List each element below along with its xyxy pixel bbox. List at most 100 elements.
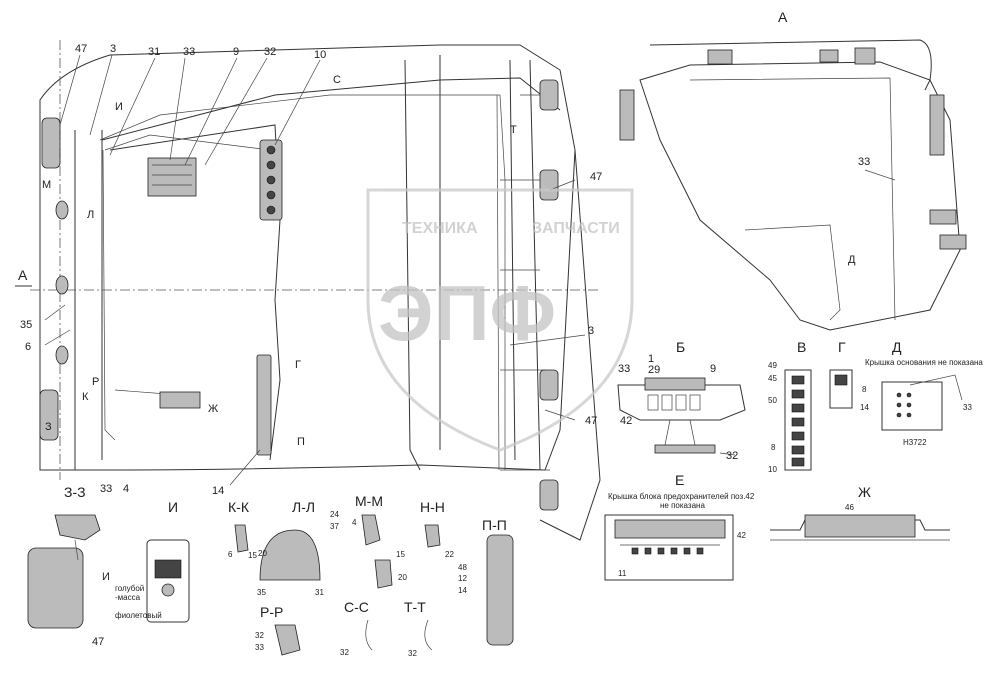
section-mark-M: М bbox=[42, 179, 51, 191]
callout-33: 33 bbox=[183, 46, 195, 58]
view-I: И голубой -масса фиолетовый bbox=[115, 499, 190, 623]
section-mark-A: А bbox=[18, 267, 28, 283]
view-SS-callout-32: 32 bbox=[340, 648, 349, 657]
view-LL: Л-Л 24 37 20 35 31 bbox=[257, 499, 339, 597]
view-E-callout-11: 11 bbox=[618, 569, 627, 578]
watermark-brand2: ЗАПЧАСТИ bbox=[532, 220, 620, 237]
view-PP-title: П-П bbox=[482, 517, 507, 533]
view-ZZ-callout-47: 47 bbox=[92, 636, 104, 648]
main-callouts: 47 3 31 33 9 32 10 35 6 33 4 14 47 3 47 bbox=[20, 43, 602, 497]
callout-14: 14 bbox=[212, 485, 224, 497]
section-mark-P: П bbox=[297, 436, 305, 448]
view-ZZ: З-З И 47 bbox=[27, 484, 110, 648]
view-TT-title: Т-Т bbox=[404, 599, 426, 615]
view-A-callout-33: 33 bbox=[858, 156, 870, 168]
view-ZZ-title: З-З bbox=[64, 484, 86, 500]
view-E-note2: не показана bbox=[660, 501, 705, 510]
view-D-note: Крышка основания не показана bbox=[865, 358, 983, 367]
view-D-callout-33: 33 bbox=[963, 403, 972, 412]
callout-32: 32 bbox=[264, 46, 276, 58]
callout-3: 3 bbox=[110, 43, 116, 55]
view-V-callout-50: 50 bbox=[768, 396, 777, 405]
view-NN-title: Н-Н bbox=[420, 499, 445, 515]
view-G-callout-14: 14 bbox=[860, 403, 869, 412]
view-Zh: Ж 46 bbox=[770, 484, 950, 541]
view-E-title: Е bbox=[675, 472, 684, 488]
view-NN: Н-Н 22 bbox=[420, 499, 454, 559]
callout-3b: 3 bbox=[588, 325, 594, 337]
watermark-logo-text: ЭПФ bbox=[378, 269, 556, 357]
callout-4: 4 bbox=[123, 483, 129, 495]
callout-47: 47 bbox=[75, 43, 87, 55]
view-B-callout-29: 29 bbox=[648, 364, 660, 376]
watermark-brand: ТЕХНИКА bbox=[402, 220, 478, 237]
view-KK: К-К 6 15 bbox=[228, 499, 257, 560]
callout-10: 10 bbox=[314, 49, 326, 61]
view-I-wire-2: фиолетовый bbox=[115, 611, 162, 620]
section-mark-S: С bbox=[333, 74, 341, 86]
view-A-mark-D: Д bbox=[848, 254, 856, 266]
callout-31: 31 bbox=[148, 46, 160, 58]
section-mark-Z: З bbox=[45, 421, 52, 433]
view-MM: М-М 4 15 20 С-С Т-Т 32 32 bbox=[340, 493, 433, 658]
section-marks: А И М Л Р К З Г Ж П С Т bbox=[15, 74, 517, 448]
view-D-part-label: Н3722 bbox=[903, 438, 927, 447]
view-B-callout-1: 1 bbox=[648, 353, 654, 365]
view-MM-callout-15: 15 bbox=[396, 550, 405, 559]
callout-6: 6 bbox=[25, 341, 31, 353]
view-I-wire-1: голубой bbox=[115, 584, 144, 593]
callout-33b: 33 bbox=[100, 483, 112, 495]
view-B: Б 1 29 9 33 42 32 bbox=[617, 339, 746, 462]
view-RR-callout-32: 32 bbox=[255, 631, 264, 640]
view-G-title: Г bbox=[838, 339, 846, 355]
view-E-callout-42: 42 bbox=[737, 531, 746, 540]
view-PP-callout-14: 14 bbox=[458, 586, 467, 595]
view-A: А 33 Д bbox=[619, 9, 967, 331]
callout-47c: 47 bbox=[585, 415, 597, 427]
view-Zh-callout-46: 46 bbox=[845, 503, 854, 512]
view-E: Е Крышка блока предохранителей поз.42 не… bbox=[604, 472, 755, 581]
view-NN-callout-22: 22 bbox=[445, 550, 454, 559]
section-mark-L: Л bbox=[87, 209, 94, 221]
view-RR-callout-33: 33 bbox=[255, 643, 264, 652]
view-MM-callout-4: 4 bbox=[352, 518, 357, 527]
view-PP-callout-48: 48 bbox=[458, 563, 467, 572]
view-B-callout-33: 33 bbox=[618, 363, 630, 375]
view-G: Г 8 14 bbox=[829, 339, 869, 412]
view-LL-callout-37: 37 bbox=[330, 522, 339, 531]
view-V-callout-49: 49 bbox=[768, 361, 777, 370]
view-I-wire-1b: -масса bbox=[115, 593, 141, 602]
view-LL-callout-31: 31 bbox=[315, 588, 324, 597]
section-mark-G: Г bbox=[295, 359, 301, 371]
section-mark-I: И bbox=[115, 101, 123, 113]
view-V-callout-45: 45 bbox=[768, 374, 777, 383]
watermark-logo: ТЕХНИКА ЗАПЧАСТИ ЭПФ bbox=[366, 188, 634, 452]
view-LL-callout-35: 35 bbox=[257, 588, 266, 597]
view-D: Д Крышка основания не показана 33 Н3722 bbox=[865, 339, 983, 447]
view-MM-callout-20: 20 bbox=[398, 573, 407, 582]
view-RR-title: Р-Р bbox=[260, 604, 283, 620]
view-ZZ-mark-I: И bbox=[102, 571, 110, 583]
section-mark-R: Р bbox=[92, 376, 99, 388]
view-V-title: В bbox=[797, 339, 806, 355]
view-TT-callout-32: 32 bbox=[408, 649, 417, 658]
view-KK-title: К-К bbox=[228, 499, 250, 515]
view-PP: П-П 48 12 14 bbox=[458, 517, 514, 646]
view-RR: Р-Р 32 33 bbox=[255, 604, 301, 656]
view-V: В 49 45 50 8 10 bbox=[768, 339, 812, 474]
view-LL-callout-24: 24 bbox=[330, 510, 339, 519]
view-V-callout-10: 10 bbox=[768, 465, 777, 474]
view-D-title: Д bbox=[892, 339, 902, 355]
view-KK-callout-15: 15 bbox=[248, 551, 257, 560]
view-PP-callout-12: 12 bbox=[458, 574, 467, 583]
view-LL-title: Л-Л bbox=[292, 499, 315, 515]
view-B-callout-9: 9 bbox=[710, 363, 716, 375]
view-LL-callout-20: 20 bbox=[258, 549, 267, 558]
view-B-callout-32: 32 bbox=[726, 450, 738, 462]
callout-47b: 47 bbox=[590, 171, 602, 183]
view-B-title: Б bbox=[676, 339, 685, 355]
view-I-title: И bbox=[168, 499, 178, 515]
callout-9: 9 bbox=[233, 46, 239, 58]
